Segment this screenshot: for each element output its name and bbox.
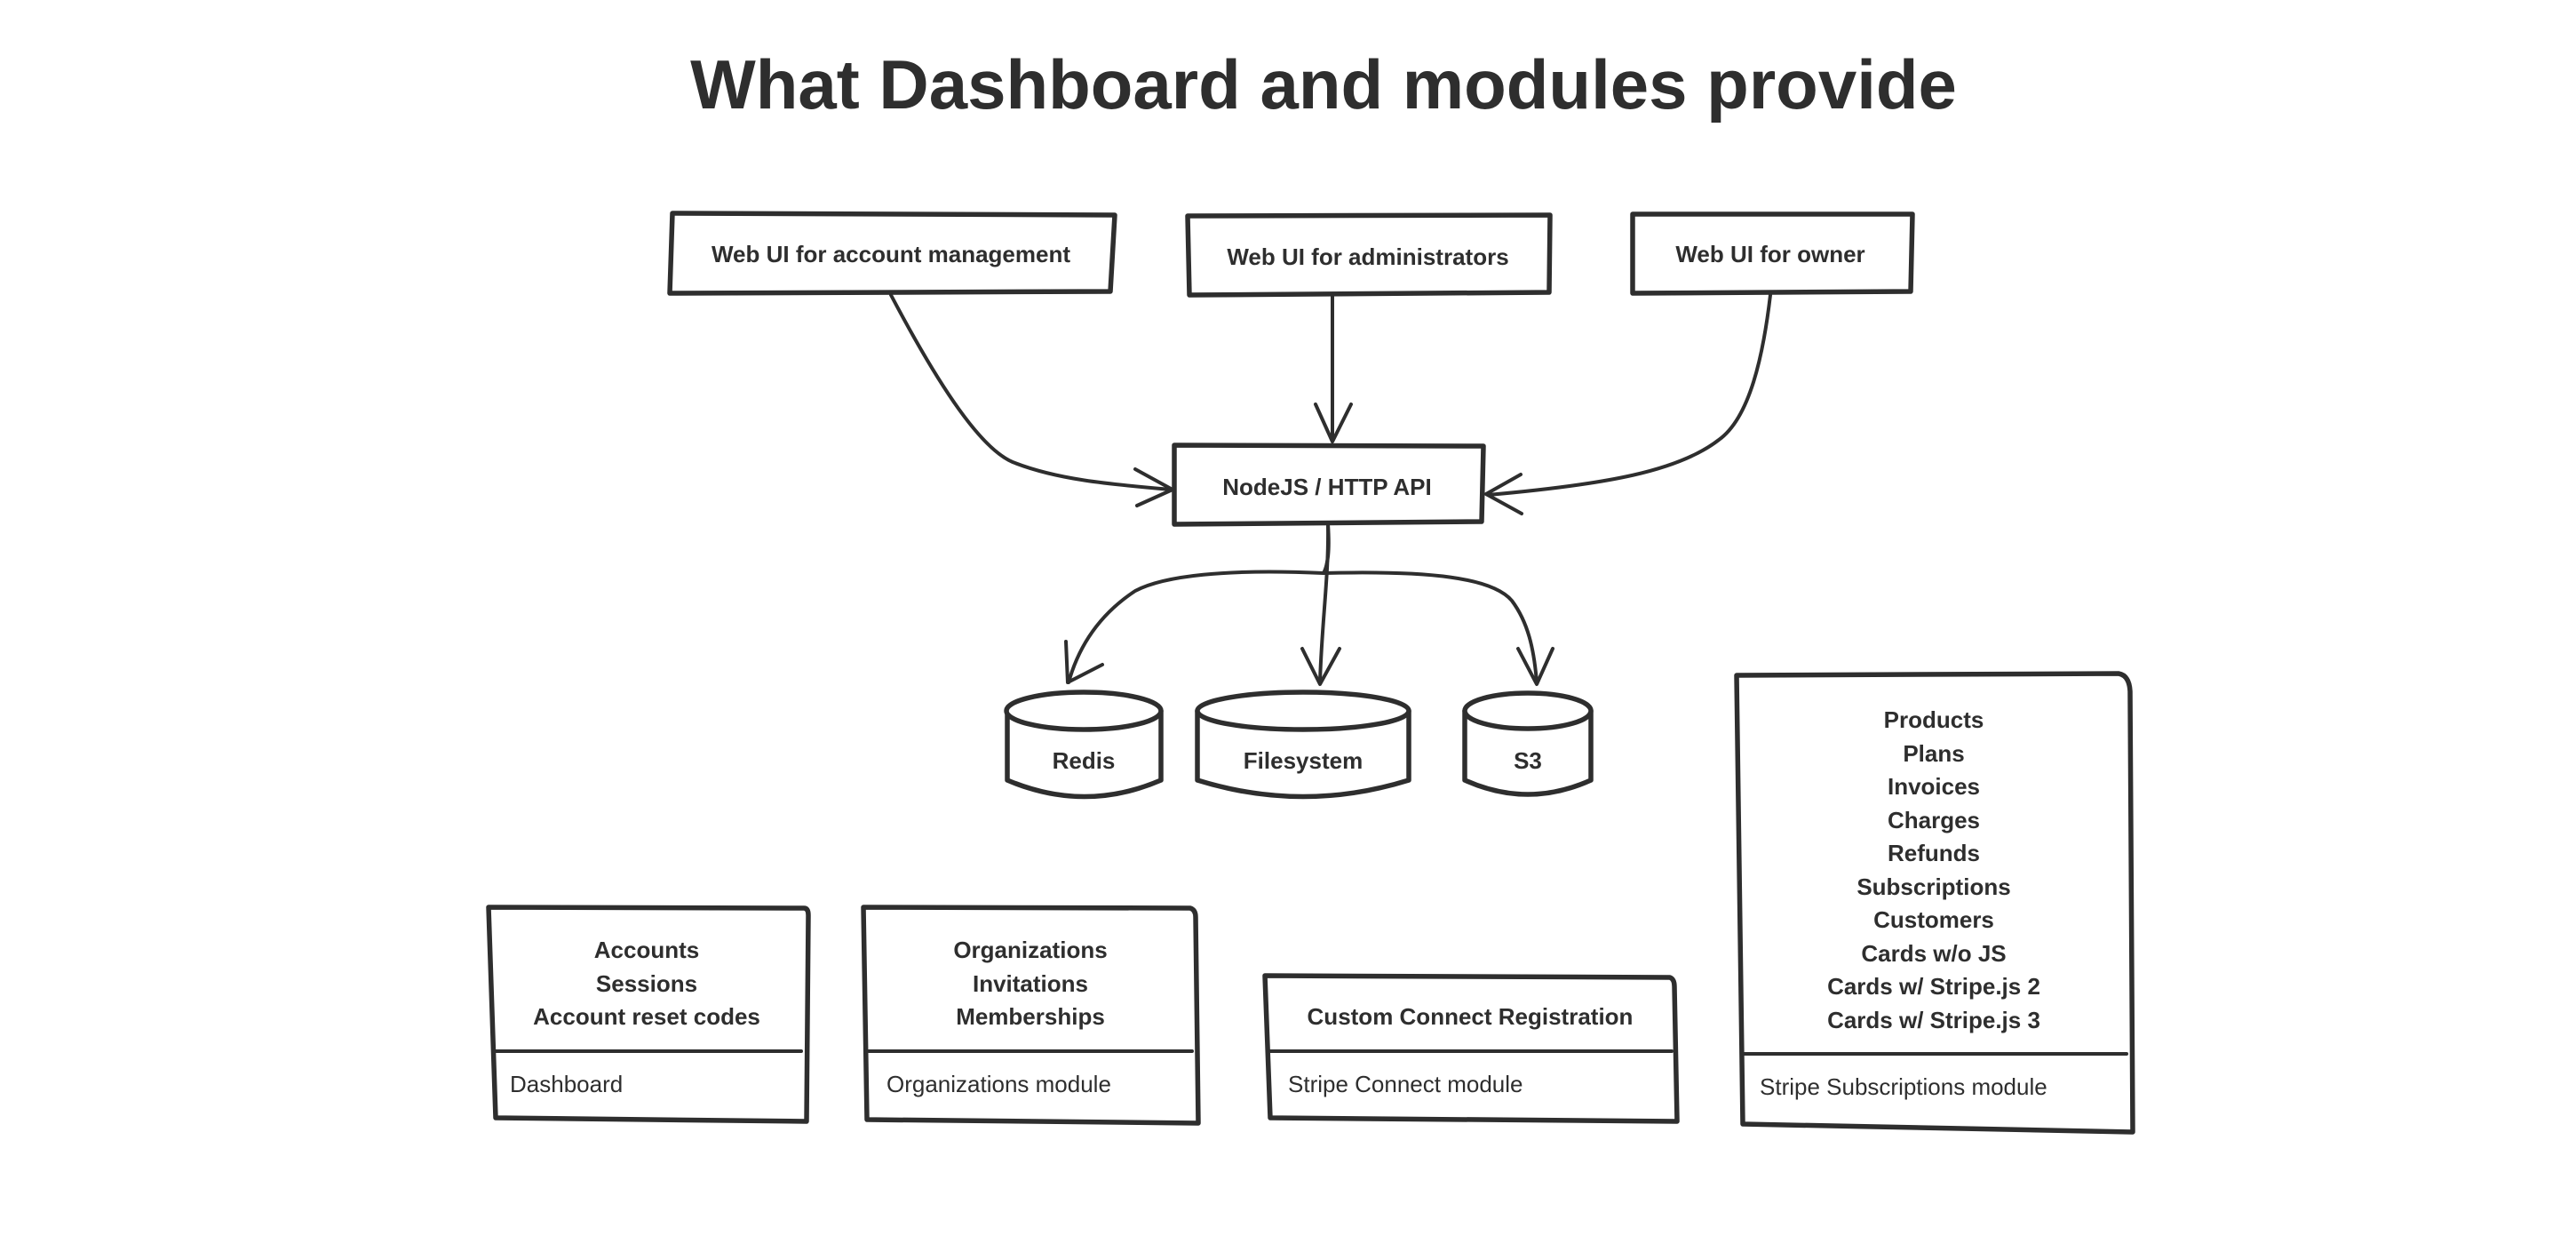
module-name: Organizations module	[886, 1071, 1111, 1097]
module-box-stripe-subscriptions: Products Plans Invoices Charges Refunds …	[1734, 671, 2135, 1135]
api-box-label: NodeJS / HTTP API	[1222, 474, 1432, 500]
arrow-api-to-redis	[1067, 522, 1331, 684]
cylinder-body	[1005, 708, 1164, 800]
module-item: Invoices	[1888, 773, 1980, 800]
api-box-border	[1172, 443, 1486, 527]
module-box-stripe-connect: Custom Connect Registration Stripe Conne…	[1262, 973, 1680, 1124]
module-name: Stripe Connect module	[1288, 1071, 1523, 1097]
module-box-dashboard: Accounts Sessions Account reset codes Da…	[486, 905, 811, 1124]
cylinder-body	[1462, 708, 1594, 797]
connectors	[889, 293, 1772, 686]
interface-box-administrators-border	[1185, 212, 1553, 298]
interface-box-owner: Web UI for owner	[1630, 211, 1915, 296]
storage-label: Redis	[1053, 747, 1116, 774]
module-item: Sessions	[596, 970, 697, 997]
module-item: Invitations	[973, 970, 1088, 997]
module-item: Refunds	[1888, 840, 1980, 866]
storage-filesystem: Filesystem	[1195, 690, 1411, 800]
arrowhead-s3	[1516, 647, 1554, 686]
module-item: Charges	[1888, 807, 1980, 833]
storage-label: Filesystem	[1244, 747, 1363, 774]
arrowhead-admin-ui	[1314, 403, 1353, 443]
module-item: Memberships	[956, 1003, 1105, 1030]
module-box-border	[486, 905, 811, 1124]
cylinder-top	[1004, 690, 1164, 732]
interface-box-account-management: Web UI for account management	[667, 211, 1117, 296]
module-item: Cards w/ Stripe.js 2	[1827, 973, 2040, 1000]
storage-redis: Redis	[1004, 690, 1164, 800]
module-item: Cards w/o JS	[1861, 940, 2006, 967]
module-item: Accounts	[594, 937, 699, 963]
module-item: Account reset codes	[533, 1003, 760, 1030]
interface-box-owner-border	[1630, 211, 1915, 296]
diagram-title: What Dashboard and modules provide	[690, 45, 1957, 124]
arrow-owner-ui-to-api	[1486, 293, 1772, 497]
arrow-api-to-s3	[1322, 570, 1538, 684]
interface-box-administrators: Web UI for administrators	[1185, 212, 1553, 298]
module-box-organizations: Organizations Invitations Memberships Or…	[861, 905, 1201, 1126]
module-item: Products	[1884, 706, 1984, 733]
module-item: Customers	[1873, 906, 1994, 933]
cylinder-body	[1195, 708, 1411, 800]
interface-box-account-management-border	[667, 211, 1117, 296]
module-box-border	[1734, 671, 2135, 1135]
storage-label: S3	[1514, 747, 1542, 774]
cylinder-top	[1195, 690, 1411, 732]
module-item: Plans	[1903, 740, 1964, 767]
module-item: Organizations	[953, 937, 1107, 963]
module-item: Subscriptions	[1856, 873, 2010, 900]
module-box-border	[1262, 973, 1680, 1124]
module-item: Cards w/ Stripe.js 3	[1827, 1007, 2040, 1033]
arrow-api-to-filesystem	[1318, 522, 1331, 684]
interface-box-label: Web UI for owner	[1675, 241, 1864, 267]
cylinder-top	[1462, 690, 1594, 731]
api-box: NodeJS / HTTP API	[1172, 443, 1486, 527]
module-name: Dashboard	[510, 1071, 623, 1097]
arrow-account-ui-to-api	[889, 293, 1173, 491]
arrowhead-filesystem	[1300, 647, 1341, 686]
module-name: Stripe Subscriptions module	[1760, 1073, 2047, 1100]
module-item: Custom Connect Registration	[1308, 1003, 1634, 1030]
arrowhead-owner-ui	[1484, 473, 1523, 515]
interface-box-label: Web UI for administrators	[1227, 243, 1508, 270]
interface-box-label: Web UI for account management	[712, 241, 1070, 267]
module-box-border	[861, 905, 1201, 1126]
arrowhead-redis	[1064, 640, 1104, 684]
storage-s3: S3	[1462, 690, 1594, 797]
